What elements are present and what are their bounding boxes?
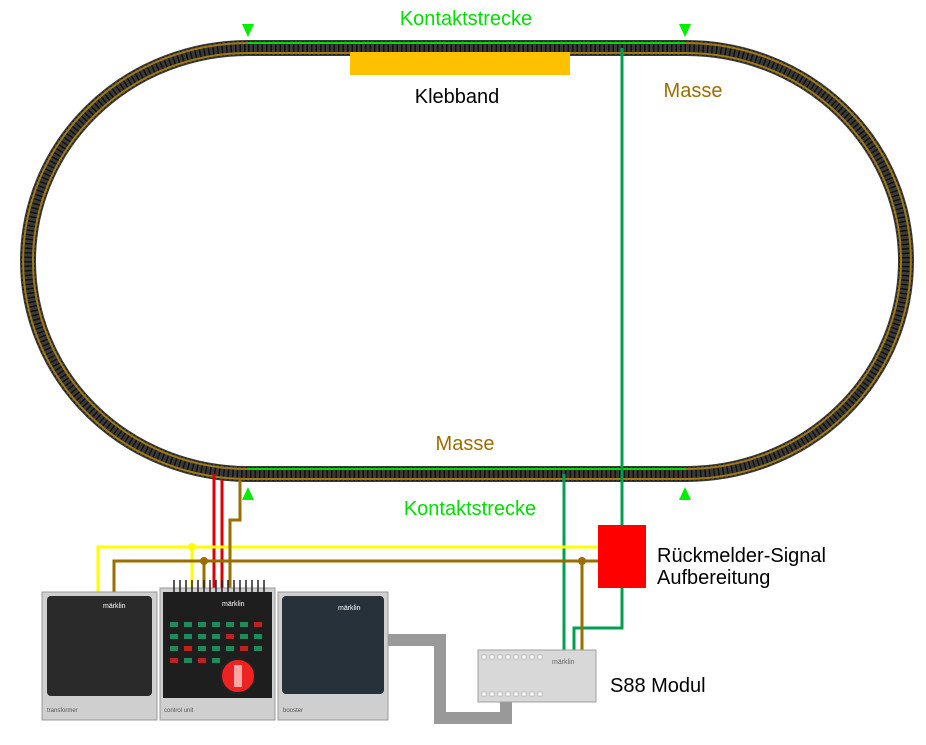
label-masse-bottom: Masse — [436, 433, 495, 455]
label-klebband: Klebband — [415, 86, 500, 108]
junction-yellow — [188, 543, 196, 551]
marker-top-right — [679, 24, 691, 37]
s88-logo: märklin — [552, 659, 575, 666]
transformer-device: märklin transformer — [41, 591, 158, 721]
marker-bottom-right — [679, 487, 691, 500]
control-unit-label: control unit — [164, 708, 194, 714]
control-unit-pins — [173, 580, 265, 592]
klebband-tape — [350, 52, 570, 75]
transformer-label: transformer — [47, 708, 78, 714]
track-rail-inner — [32, 52, 902, 470]
label-s88-modul: S88 Modul — [610, 675, 706, 697]
booster-logo: märklin — [338, 605, 361, 612]
booster-label: booster — [283, 708, 303, 714]
rueckmelder-box — [598, 525, 646, 588]
track-sleepers — [21, 41, 913, 481]
track-oval — [20, 40, 914, 482]
wires — [96, 48, 624, 724]
transformer-logo: märklin — [103, 603, 126, 610]
label-rueckmelder-line2: Aufbereitung — [657, 567, 770, 589]
label-kontaktstrecke-top: Kontaktstrecke — [400, 8, 532, 30]
marker-bottom-left — [242, 487, 254, 500]
wire-yellow — [96, 545, 598, 592]
track-bed — [20, 40, 914, 482]
booster-device: märklin booster — [277, 591, 389, 721]
control-unit-device: märklin control unit — [159, 580, 276, 721]
label-kontaktstrecke-bottom: Kontaktstrecke — [404, 498, 536, 520]
label-masse-right: Masse — [664, 80, 723, 102]
wire-masse-main — [112, 559, 598, 592]
wire-masse-track — [228, 478, 242, 588]
wire-contact-top — [572, 48, 624, 650]
track-rail-outer — [22, 42, 912, 480]
marker-top-left — [242, 24, 254, 37]
control-unit-keypad — [170, 622, 262, 663]
junction-masse-1 — [200, 557, 208, 565]
wire-gray-bus — [386, 634, 512, 724]
control-unit-logo: märklin — [222, 601, 245, 608]
junction-masse-2 — [578, 557, 586, 565]
s88-device: märklin — [477, 649, 597, 703]
label-rueckmelder-line1: Rückmelder-Signal — [657, 545, 826, 567]
